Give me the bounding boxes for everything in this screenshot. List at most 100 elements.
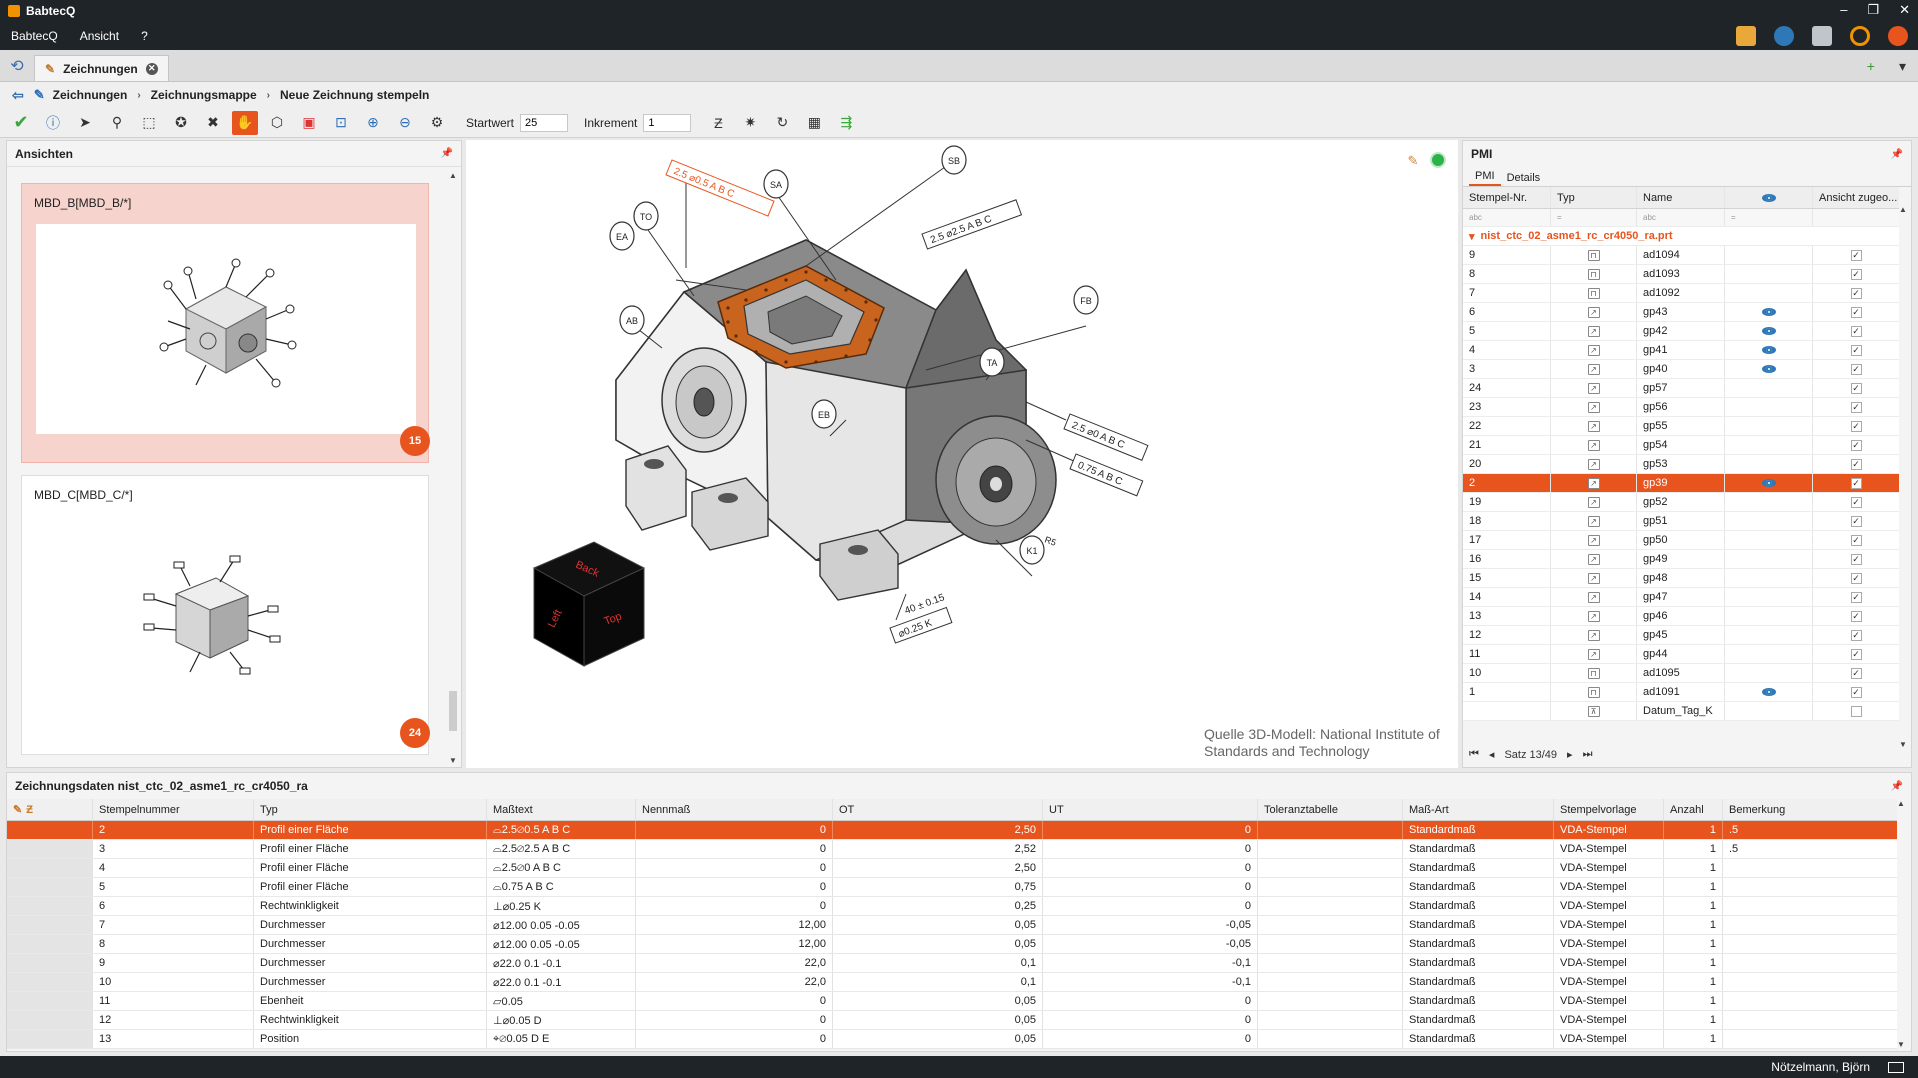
view-card-mbd-c[interactable]: MBD_C[MBD_C/*] — [21, 475, 429, 755]
table-row[interactable]: 13Position⌖⌀0.05 D E00,050StandardmaßVDA… — [7, 1030, 1897, 1049]
col-bemerkung[interactable]: Bemerkung — [1723, 799, 1897, 820]
pmi-ansicht[interactable]: ✓ — [1813, 588, 1899, 606]
row-selector[interactable] — [7, 935, 93, 953]
pmi-ansicht[interactable]: ✓ — [1813, 531, 1899, 549]
pmi-row[interactable]: 8⊓ad1093✓ — [1463, 265, 1899, 284]
checkbox[interactable]: ✓ — [1851, 630, 1862, 641]
breadcrumb-zeichnungen[interactable]: Zeichnungen — [53, 88, 128, 102]
checkbox[interactable]: ✓ — [1851, 459, 1862, 470]
settings-icon[interactable] — [1888, 26, 1908, 46]
stamp-status-icon[interactable]: ✎ — [1404, 152, 1422, 170]
pmi-row[interactable]: 15↗gp48✓ — [1463, 569, 1899, 588]
col-masstext[interactable]: Maßtext — [487, 799, 636, 820]
pmi-visibility[interactable] — [1725, 512, 1813, 530]
refresh-icon[interactable] — [1850, 26, 1870, 46]
scroll-down-icon[interactable]: ▼ — [1899, 740, 1907, 749]
scroll-up-icon[interactable]: ▲ — [1897, 799, 1905, 808]
pmi-scrollbar[interactable]: ▲ ▼ — [1899, 225, 1909, 745]
pmi-visibility[interactable] — [1725, 702, 1813, 720]
pmi-row[interactable]: 1⊓ad1091✓ — [1463, 683, 1899, 702]
col-stempelvorlage[interactable]: Stempelvorlage — [1554, 799, 1664, 820]
pmi-row[interactable]: 16↗gp49✓ — [1463, 550, 1899, 569]
pmi-row[interactable]: 9⊓ad1094✓ — [1463, 246, 1899, 265]
pmi-visibility[interactable] — [1725, 322, 1813, 340]
pmi-row[interactable]: 21↗gp54✓ — [1463, 436, 1899, 455]
pin-icon[interactable]: 📌 — [1891, 149, 1903, 160]
3d-viewport[interactable]: SB SA TO AB EA FB TA EB K1 2.5 ⌀0.5 A B … — [466, 140, 1458, 768]
pan-hand-icon[interactable]: ✋ — [232, 111, 258, 135]
pmi-row[interactable]: 11↗gp44✓ — [1463, 645, 1899, 664]
pin-icon[interactable]: 📌 — [441, 148, 453, 159]
scroll-up-icon[interactable]: ▲ — [1899, 205, 1907, 214]
col-name[interactable]: Name — [1637, 187, 1725, 208]
col-ansicht[interactable]: Ansicht zugeo... — [1813, 187, 1899, 208]
cube-view-icon[interactable]: ⬡ — [264, 111, 290, 135]
table-icon[interactable]: ▦ — [801, 111, 827, 135]
checkbox[interactable]: ✓ — [1851, 364, 1862, 375]
checkbox[interactable]: ✓ — [1851, 497, 1862, 508]
col-anzahl[interactable]: Anzahl — [1664, 799, 1723, 820]
row-selector[interactable] — [7, 992, 93, 1010]
table-row[interactable]: 9Durchmesser⌀22.0 0.1 -0.122,00,1-0,1Sta… — [7, 954, 1897, 973]
pmi-row[interactable]: 17↗gp50✓ — [1463, 531, 1899, 550]
row-selector[interactable] — [7, 878, 93, 896]
pmi-visibility[interactable] — [1725, 493, 1813, 511]
checkbox[interactable]: ✓ — [1851, 345, 1862, 356]
magic-wand-icon[interactable]: ✷ — [737, 111, 763, 135]
pmi-visibility[interactable] — [1725, 607, 1813, 625]
pmi-ansicht[interactable]: ✓ — [1813, 265, 1899, 283]
tab-dropdown-icon[interactable]: ▾ — [1899, 58, 1906, 75]
pmi-row[interactable]: 10⊓ad1095✓ — [1463, 664, 1899, 683]
collapse-icon[interactable]: ▾ — [1469, 230, 1475, 243]
view-cube[interactable]: Back Left Top — [534, 542, 644, 666]
breadcrumb-zeichnungsmappe[interactable]: Zeichnungsmappe — [151, 88, 257, 102]
filter-nr[interactable]: abc — [1463, 209, 1551, 226]
stamp-tool-icon[interactable]: ⚲ — [104, 111, 130, 135]
table-row[interactable]: 12Rechtwinkligkeit⊥⌀0.05 D00,050Standard… — [7, 1011, 1897, 1030]
pmi-row[interactable]: 24↗gp57✓ — [1463, 379, 1899, 398]
col-typ[interactable]: Typ — [254, 799, 487, 820]
eye-icon[interactable] — [1762, 365, 1776, 373]
pmi-ansicht[interactable]: ✓ — [1813, 379, 1899, 397]
pmi-ansicht[interactable]: ✓ — [1813, 474, 1899, 492]
row-selector[interactable] — [7, 916, 93, 934]
pmi-ansicht[interactable]: ✓ — [1813, 303, 1899, 321]
filter-typ[interactable]: = — [1551, 209, 1637, 226]
col-visibility[interactable] — [1725, 187, 1813, 208]
pmi-row[interactable]: 14↗gp47✓ — [1463, 588, 1899, 607]
pmi-ansicht[interactable]: ✓ — [1813, 284, 1899, 302]
checkbox[interactable]: ✓ — [1851, 478, 1862, 489]
pmi-visibility[interactable] — [1725, 588, 1813, 606]
table-row[interactable]: 7Durchmesser⌀12.00 0.05 -0.0512,000,05-0… — [7, 916, 1897, 935]
table-row[interactable]: 6Rechtwinkligkeit⊥⌀0.25 K00,250Standardm… — [7, 897, 1897, 916]
pmi-visibility[interactable] — [1725, 341, 1813, 359]
pmi-row[interactable]: 20↗gp53✓ — [1463, 455, 1899, 474]
pmi-visibility[interactable] — [1725, 265, 1813, 283]
checkbox[interactable]: ✓ — [1851, 573, 1862, 584]
prev-page-icon[interactable]: ◂ — [1489, 748, 1495, 761]
table-row[interactable]: 3Profil einer Fläche⌓2.5⌀2.5 A B C02,520… — [7, 840, 1897, 859]
table-row[interactable]: 2Profil einer Fläche⌓2.5⌀0.5 A B C02,500… — [7, 821, 1897, 840]
pmi-ansicht[interactable]: ✓ — [1813, 626, 1899, 644]
last-page-icon[interactable]: ⏭ — [1583, 748, 1593, 761]
pmi-row[interactable]: 5↗gp42✓ — [1463, 322, 1899, 341]
pmi-visibility[interactable] — [1725, 455, 1813, 473]
row-selector[interactable] — [7, 1011, 93, 1029]
menu-ansicht[interactable]: Ansicht — [69, 29, 130, 43]
checkbox[interactable]: ✓ — [1851, 668, 1862, 679]
checkbox[interactable]: ✓ — [1851, 687, 1862, 698]
pmi-visibility[interactable] — [1725, 284, 1813, 302]
checkbox[interactable]: ✓ — [1851, 269, 1862, 280]
zoom-in-icon[interactable]: ⊕ — [360, 111, 386, 135]
checkbox[interactable]: ✓ — [1851, 326, 1862, 337]
filter-visibility[interactable]: = — [1725, 209, 1813, 226]
table-row[interactable]: 5Profil einer Fläche⌓0.75 A B C00,750Sta… — [7, 878, 1897, 897]
table-row[interactable]: 11Ebenheit⏥0.0500,050StandardmaßVDA-Stem… — [7, 992, 1897, 1011]
checkbox[interactable]: ✓ — [1851, 611, 1862, 622]
zoom-out-icon[interactable]: ⊖ — [392, 111, 418, 135]
filter-name[interactable]: abc — [1637, 209, 1725, 226]
pmi-ansicht[interactable]: ✓ — [1813, 322, 1899, 340]
first-page-icon[interactable]: ⏮ — [1469, 748, 1479, 761]
row-selector[interactable] — [7, 859, 93, 877]
pmi-visibility[interactable] — [1725, 474, 1813, 492]
